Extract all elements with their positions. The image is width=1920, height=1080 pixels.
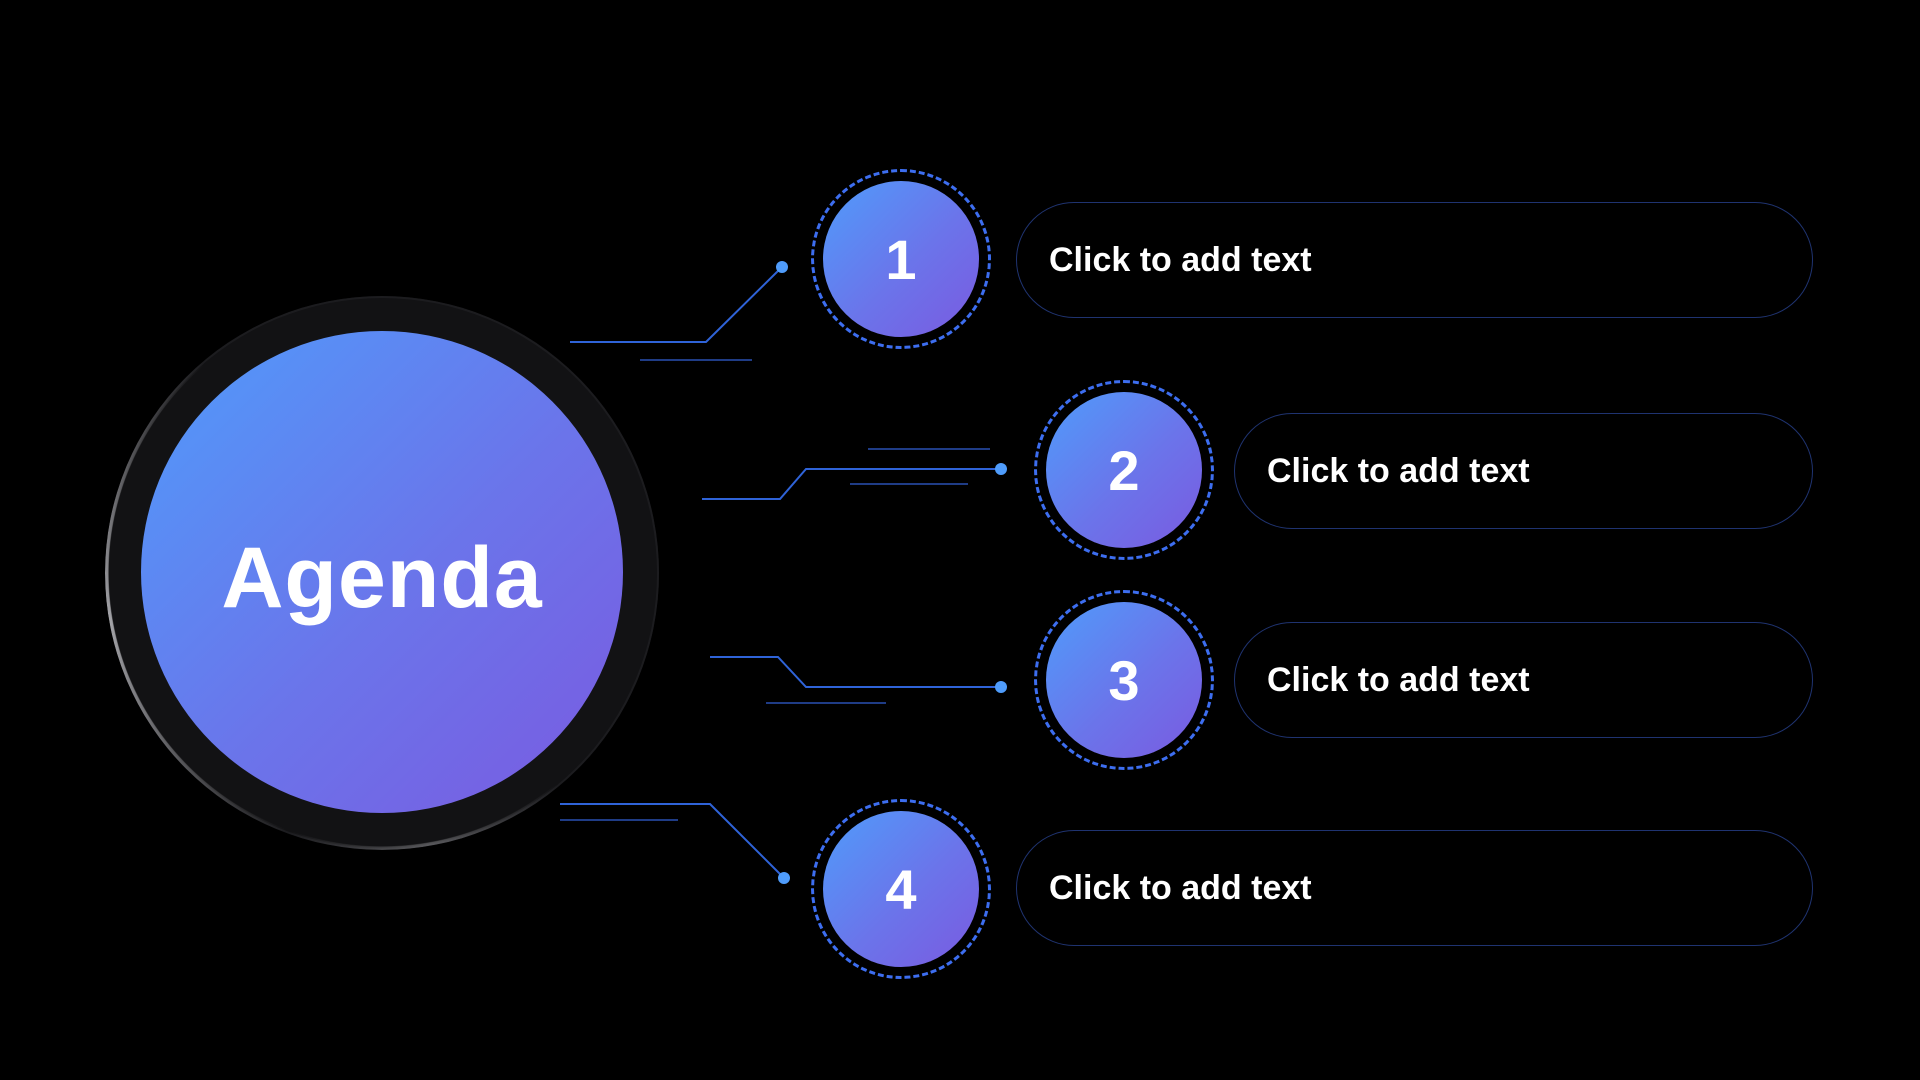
item-text-box-3[interactable]: Click to add text xyxy=(1234,622,1813,738)
number-circle: 2 xyxy=(1046,392,1202,548)
connector-line-4 xyxy=(560,803,785,879)
item-text-box-1[interactable]: Click to add text xyxy=(1016,202,1813,318)
item-number-badge-1: 1 xyxy=(811,169,991,349)
item-text-box-4[interactable]: Click to add text xyxy=(1016,830,1813,946)
dashed-ring xyxy=(1034,380,1214,560)
dashed-ring xyxy=(1034,590,1214,770)
dashed-ring xyxy=(811,799,991,979)
item-text[interactable]: Click to add text xyxy=(1049,240,1312,279)
dashed-ring xyxy=(811,169,991,349)
item-text-box-2[interactable]: Click to add text xyxy=(1234,413,1813,529)
item-text[interactable]: Click to add text xyxy=(1049,868,1312,907)
item-text[interactable]: Click to add text xyxy=(1267,451,1530,490)
number-circle: 3 xyxy=(1046,602,1202,758)
item-number: 1 xyxy=(885,227,917,291)
item-number-badge-3: 3 xyxy=(1034,590,1214,770)
connector-dot-4 xyxy=(778,872,790,884)
number-circle: 1 xyxy=(823,181,979,337)
connector-line-2 xyxy=(702,468,1001,500)
connector-dot-3 xyxy=(995,681,1007,693)
item-number: 3 xyxy=(1108,648,1140,712)
agenda-hub-circle: Agenda xyxy=(141,331,623,813)
item-number: 4 xyxy=(885,857,917,921)
item-number-badge-2: 2 xyxy=(1034,380,1214,560)
item-number: 2 xyxy=(1108,438,1140,502)
connector-dot-2 xyxy=(995,463,1007,475)
connector-line-1 xyxy=(570,266,783,343)
item-text[interactable]: Click to add text xyxy=(1267,660,1530,699)
connector-line-3 xyxy=(710,656,1001,688)
item-number-badge-4: 4 xyxy=(811,799,991,979)
agenda-title: Agenda xyxy=(221,529,543,626)
number-circle: 4 xyxy=(823,811,979,967)
connector-dot-1 xyxy=(776,261,788,273)
